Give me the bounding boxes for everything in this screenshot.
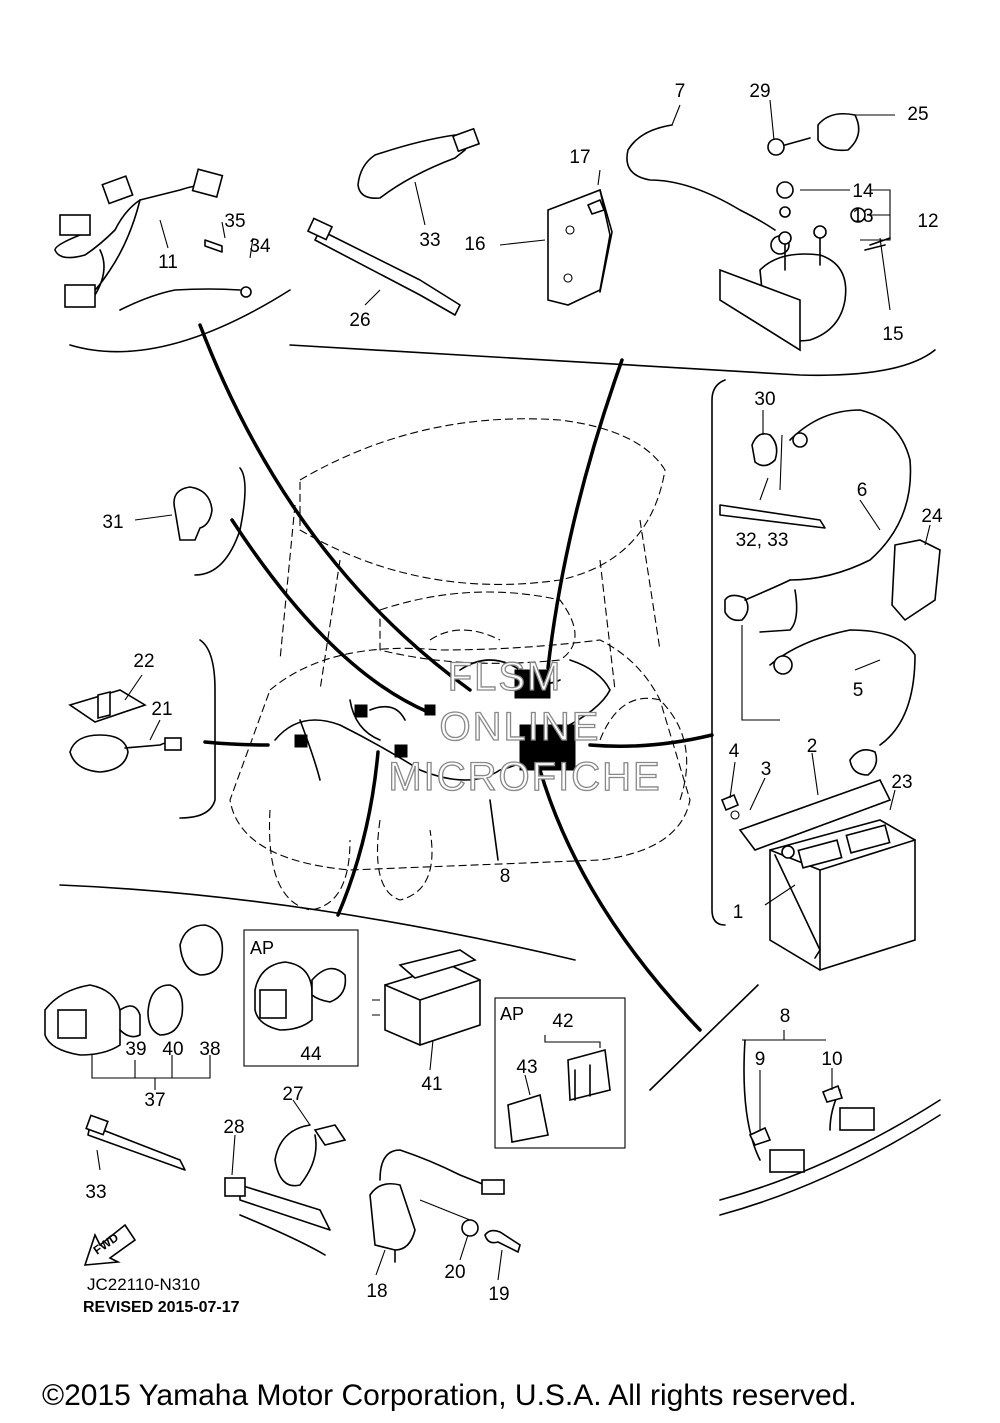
callout-4: 4 [729, 741, 740, 762]
callout-24: 24 [921, 506, 943, 527]
parts-37-40 [44, 924, 224, 1090]
leader-lines [198, 323, 714, 1032]
parts-18-19-20 [369, 1149, 521, 1281]
callout-37: 37 [144, 1090, 165, 1111]
callout-25: 25 [907, 104, 928, 125]
watermark: FLSM ONLINE MICROFICHE [388, 654, 661, 799]
callout-34: 33 [419, 230, 440, 251]
revision-date: REVISED 2015-07-17 [83, 1299, 240, 1316]
panel-top-right [289, 344, 936, 377]
callout-17: 17 [569, 147, 590, 168]
callout-36: 35 [224, 211, 245, 232]
parts-42-43 [507, 1035, 611, 1143]
callout-5: 5 [853, 680, 864, 701]
callout-29: 29 [749, 81, 770, 102]
callout-20: 20 [444, 1262, 465, 1283]
central-harness [274, 659, 611, 781]
callout-1: 1 [733, 902, 744, 923]
panel-bottom-right [649, 984, 759, 1091]
panel-top-left [69, 289, 291, 353]
callout-2: 2 [807, 736, 818, 757]
callout-19: 19 [488, 1284, 509, 1305]
parts-8-9-10 [719, 1030, 941, 1216]
callout-33: 33 [85, 1182, 106, 1203]
group-panels [59, 289, 936, 1149]
copyright-notice: ©2015 Yamaha Motor Corporation, U.S.A. A… [42, 1379, 857, 1412]
panel-bottom [59, 884, 576, 961]
fwd-arrow-icon: FWD [83, 1223, 137, 1266]
ap-box-left [243, 929, 359, 1067]
ap-label-left: AP [250, 938, 274, 958]
callout-13: 13 [852, 206, 873, 227]
part-44-key-switch [254, 961, 347, 1031]
watermark-line-2: ONLINE [440, 705, 601, 749]
callout-43: 43 [516, 1057, 537, 1078]
callout-8: 8 [500, 866, 511, 887]
parts-27-28-33 [85, 1099, 347, 1256]
callout-16: 16 [464, 234, 485, 255]
callout-10: 10 [821, 1049, 842, 1070]
callout-9: 9 [755, 1049, 766, 1070]
callout-22: 22 [133, 651, 154, 672]
callout-18: 18 [366, 1281, 387, 1302]
part-31-clip [134, 486, 213, 541]
callout-3: 3 [761, 759, 772, 780]
callout-27: 27 [282, 1084, 303, 1105]
parts-26-34 [306, 127, 481, 316]
callout-26: 26 [349, 310, 370, 331]
callout-32-33: 32, 33 [736, 530, 789, 551]
callout-40: 40 [162, 1039, 183, 1060]
battery-panel [719, 409, 941, 971]
callout-39: 39 [125, 1039, 146, 1060]
callout-6: 6 [857, 480, 868, 501]
callout-8-detail: 8 [780, 1006, 791, 1027]
panel-sensor [179, 639, 216, 819]
callout-41: 41 [421, 1074, 442, 1095]
ap-box-right [494, 997, 626, 1149]
solenoid-assembly [626, 99, 895, 352]
callout-30: 30 [754, 389, 775, 410]
callout-labels: 7 29 25 17 14 13 12 35 34 11 33 16 26 15… [85, 81, 943, 1305]
callout-31: 31 [102, 512, 123, 533]
panel-battery [711, 379, 726, 926]
callout-14: 14 [852, 181, 874, 202]
parts-21-22 [68, 674, 182, 773]
callout-21: 21 [151, 699, 172, 720]
callout-7: 7 [675, 81, 686, 102]
callout-11: 11 [158, 252, 178, 273]
callout-42: 42 [552, 1011, 573, 1032]
callout-23: 23 [891, 772, 912, 793]
ap-label-right: AP [500, 1004, 524, 1024]
callout-28: 28 [223, 1117, 244, 1138]
watermark-line-1: FLSM [448, 655, 563, 699]
golf-cart-outline [229, 418, 691, 911]
drawing-code: JC22110-N310 [87, 1275, 200, 1294]
callout-35: 34 [249, 236, 271, 257]
callout-44: 44 [300, 1044, 322, 1065]
watermark-line-3: MICROFICHE [388, 755, 661, 799]
part-11-harness [54, 168, 254, 311]
callout-38: 38 [199, 1039, 220, 1060]
callout-15: 15 [882, 324, 903, 345]
callout-12: 12 [917, 211, 938, 232]
parts-16-17 [499, 169, 613, 306]
part-41-switch [372, 949, 481, 1071]
